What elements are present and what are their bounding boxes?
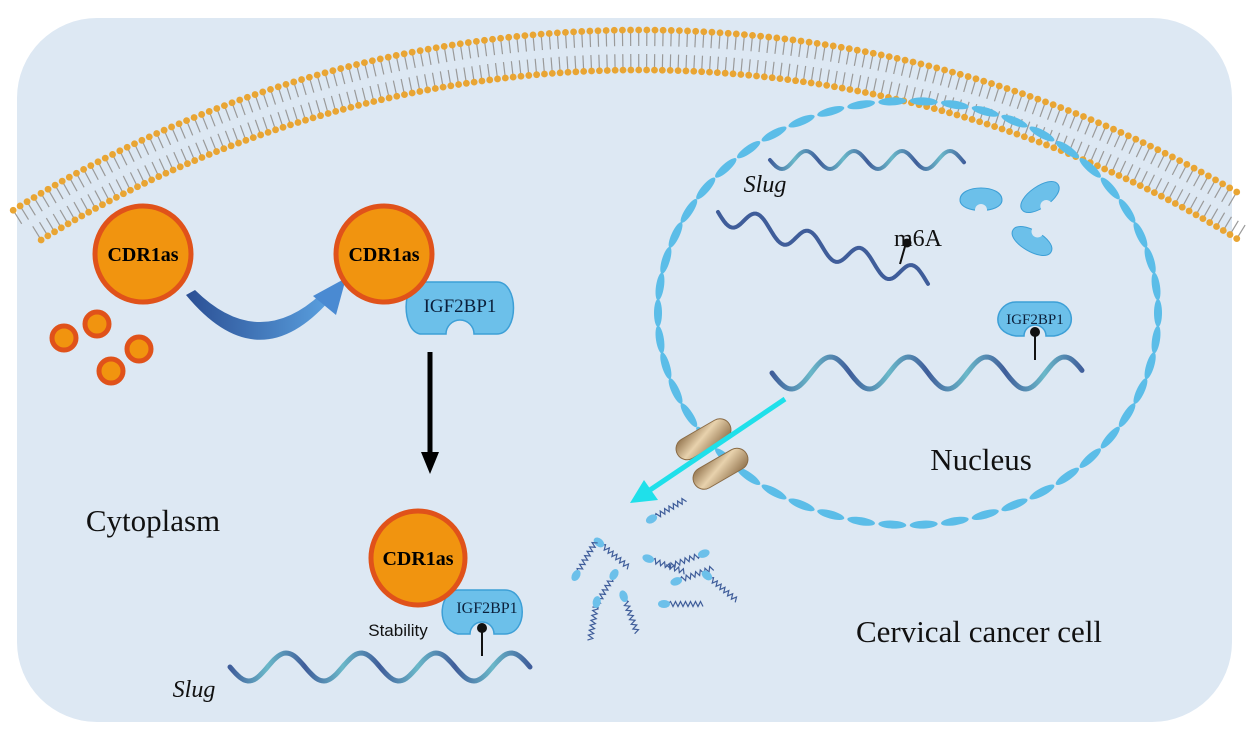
cdr1as-label-1: CDR1as <box>107 244 178 266</box>
slug-mrna-nucleus-bound <box>769 354 1085 392</box>
nucleus-label: Nucleus <box>930 442 1032 477</box>
igf2bp1-protein-2 <box>441 589 523 635</box>
binding-curved-arrow <box>186 278 346 340</box>
slug-label-bottom: Slug <box>173 677 216 703</box>
cdr1as-small-circles <box>49 309 154 386</box>
m6a-mark-bottom-icon <box>477 623 487 633</box>
degraded-mrna-fragments <box>571 497 738 641</box>
cdr1as-label-3: CDR1as <box>382 548 453 570</box>
cytoplasm-label: Cytoplasm <box>86 503 220 538</box>
slug-label-nucleus: Slug <box>744 172 787 198</box>
plasma-membrane <box>9 26 1246 244</box>
igf2bp1-protein-1 <box>405 281 515 335</box>
free-igf2bp1-proteins <box>959 181 1060 257</box>
cdr1as-igf2bp1-complex: CDR1as IGF2BP1 <box>333 203 515 335</box>
stabilized-complex: CDR1as IGF2BP1 Stability Slug <box>173 508 533 703</box>
m6a-label: m6A <box>894 226 943 252</box>
igf2bp1-label-2: IGF2BP1 <box>456 600 517 617</box>
igf2bp1-protein-3 <box>997 301 1073 337</box>
export-arrow <box>630 396 787 503</box>
m6a-methyl-mark-icon <box>902 238 912 248</box>
slug-mrna-nucleus-top <box>768 148 966 172</box>
cdr1as-label-2: CDR1as <box>348 244 419 266</box>
cell-label: Cervical cancer cell <box>856 614 1102 649</box>
cdr1as-circle-1: CDR1as <box>92 203 194 305</box>
slug-mrna-bottom <box>227 650 533 684</box>
cell-body <box>17 18 1232 722</box>
igf2bp1-label-1: IGF2BP1 <box>424 296 497 317</box>
nuclear-pore-icon <box>675 418 749 490</box>
igf2bp1-label-3: IGF2BP1 <box>1006 312 1064 328</box>
stability-label: Stability <box>368 621 428 640</box>
down-arrow <box>421 352 439 474</box>
slug-mrna-nucleus-wavy <box>716 210 930 286</box>
igf2bp1-bound-nucleus: IGF2BP1 <box>997 301 1073 360</box>
